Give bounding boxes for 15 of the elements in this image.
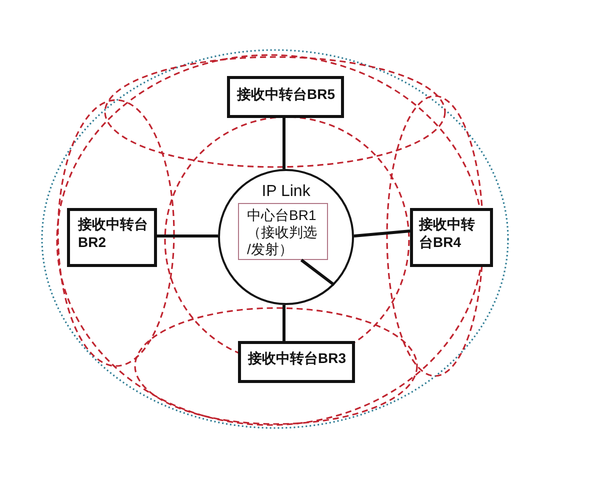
station-label: 接收中转台BR2: [78, 215, 149, 251]
station-label: 接收中转台BR3: [248, 349, 346, 368]
station-box: [410, 208, 493, 267]
station-box: [238, 341, 355, 383]
connector-line: [157, 234, 218, 238]
station-label: 接收中转台BR5: [237, 85, 336, 104]
station-label: 中心台BR1（接收判选/发射）: [247, 207, 318, 258]
station-box: [67, 208, 157, 267]
connector-line: [282, 118, 286, 170]
station-label: 接收中转台BR4: [419, 215, 476, 251]
center-station-box: [238, 203, 328, 260]
circle-label: IP Link: [262, 182, 310, 202]
station-box: [227, 76, 344, 118]
connector-line: [282, 304, 286, 341]
connector-line: [300, 258, 336, 286]
